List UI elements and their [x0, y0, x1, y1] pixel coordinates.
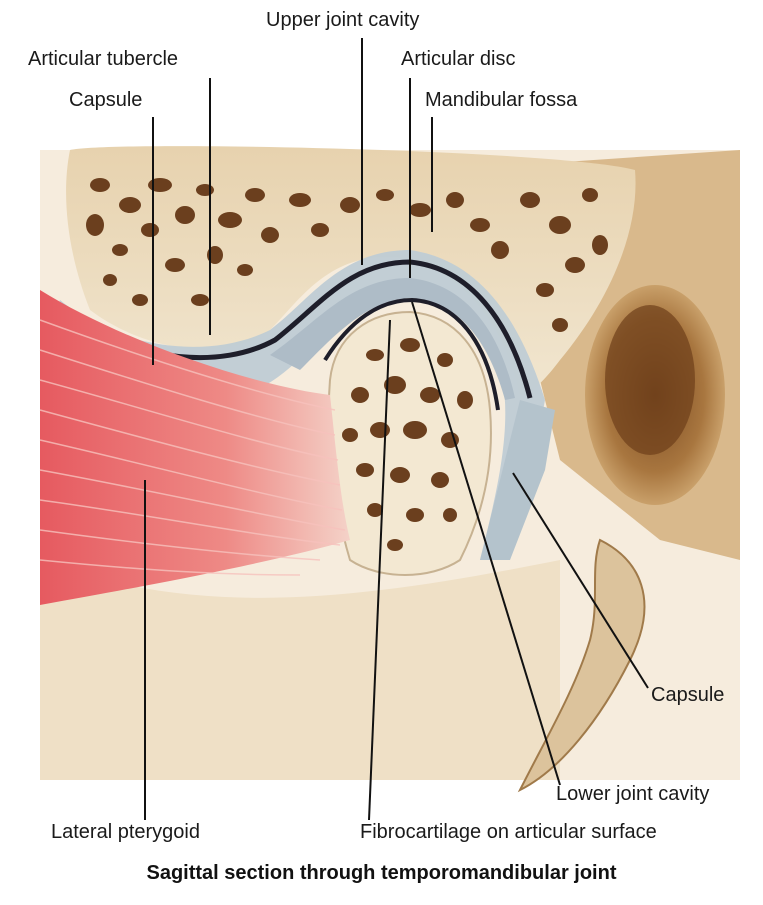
label-lower-joint-cavity: Lower joint cavity — [556, 784, 709, 804]
figure-caption: Sagittal section through temporomandibul… — [0, 863, 763, 883]
label-capsule-top: Capsule — [69, 90, 142, 110]
label-mandibular-fossa: Mandibular fossa — [425, 90, 577, 110]
label-lateral-pterygoid: Lateral pterygoid — [51, 822, 200, 842]
label-fibrocartilage: Fibrocartilage on articular surface — [360, 822, 657, 842]
label-articular-disc: Articular disc — [401, 49, 515, 69]
label-capsule-right: Capsule — [651, 685, 724, 705]
label-upper-joint-cavity: Upper joint cavity — [266, 10, 419, 30]
label-articular-tubercle: Articular tubercle — [28, 49, 178, 69]
